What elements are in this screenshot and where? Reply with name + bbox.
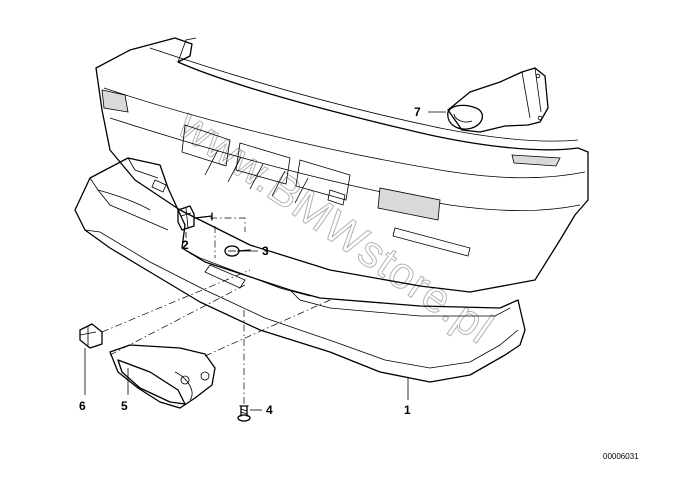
- front-spoiler: [74, 157, 526, 383]
- assembly-lines: [101, 217, 331, 404]
- watermark: www.BMWstore.pl: [168, 99, 502, 353]
- callout-2: 2: [182, 238, 189, 252]
- callout-1: 1: [404, 403, 411, 417]
- callout-7: 7: [414, 105, 421, 119]
- air-duct-lower: [109, 344, 216, 409]
- callout-4: 4: [266, 403, 273, 417]
- bumper-shell: [95, 37, 589, 293]
- callout-5: 5: [121, 399, 128, 413]
- nut-part-2: [177, 205, 213, 231]
- callout-3: 3: [262, 244, 269, 258]
- air-duct-upper: [447, 67, 549, 133]
- leader-lines: [84, 111, 446, 411]
- diagram-id: 00006031: [603, 452, 639, 461]
- bolt-part-4: [237, 405, 251, 422]
- callout-6: 6: [79, 399, 86, 413]
- clip-part-6: [79, 323, 103, 349]
